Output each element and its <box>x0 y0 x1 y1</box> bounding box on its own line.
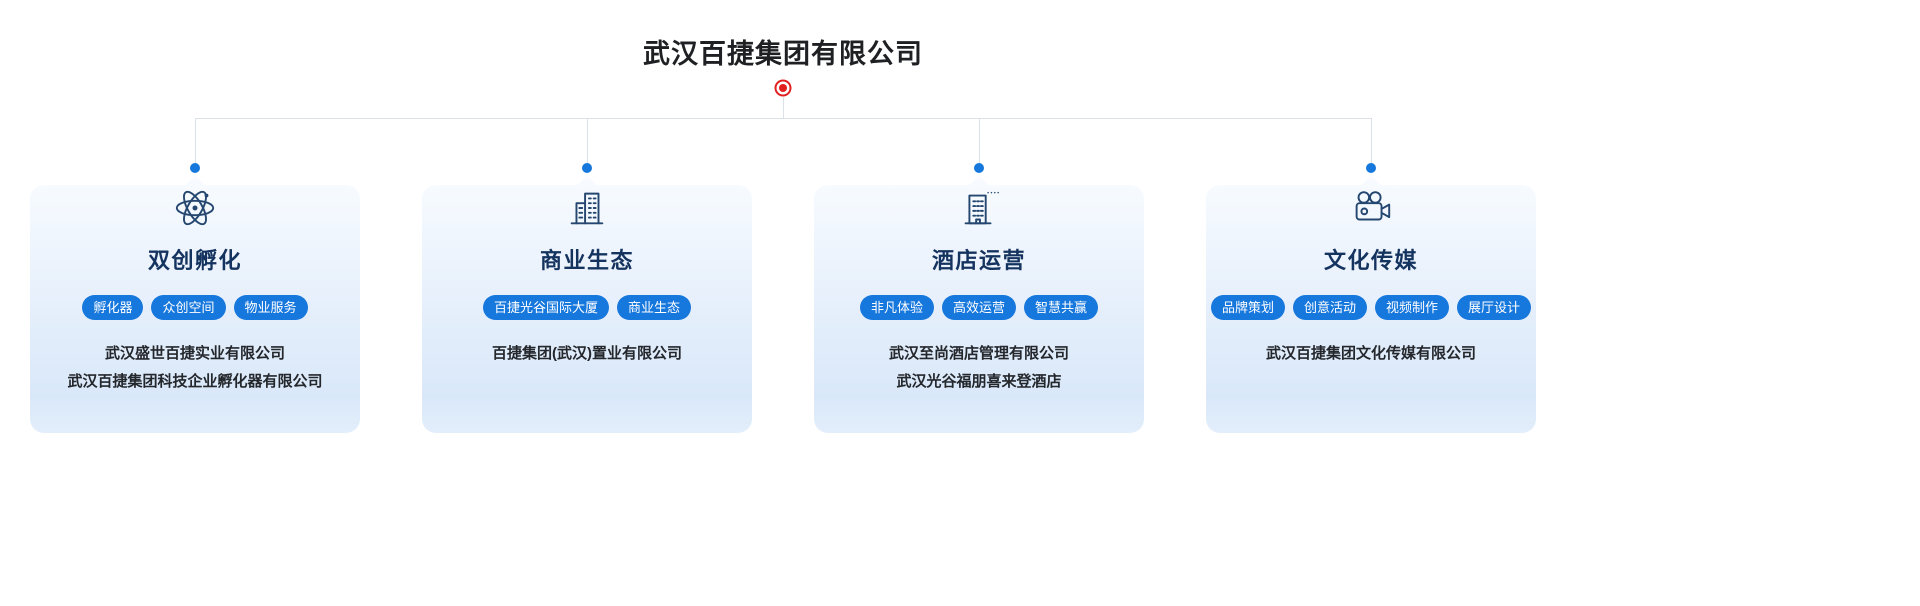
root-node <box>779 84 787 92</box>
video-camera-icon <box>1348 185 1394 231</box>
connector-drop-line <box>195 118 196 164</box>
company-name: 百捷集团(武汉)置业有限公司 <box>492 345 682 362</box>
branch-incubation: 双创孵化 孵化器 众创空间 物业服务 武汉盛世百捷实业有限公司 武汉百捷集团科技… <box>30 118 360 433</box>
card-row: 双创孵化 孵化器 众创空间 物业服务 武汉盛世百捷实业有限公司 武汉百捷集团科技… <box>30 118 1536 433</box>
tag-row: 孵化器 众创空间 物业服务 <box>30 295 360 320</box>
org-chart: 武汉百捷集团有限公司 双创孵化 孵化器 <box>30 0 1536 606</box>
card-incubation: 双创孵化 孵化器 众创空间 物业服务 武汉盛世百捷实业有限公司 武汉百捷集团科技… <box>30 185 360 433</box>
card-title: 文化传媒 <box>1323 248 1418 273</box>
branch-dot <box>974 163 984 173</box>
branch-media: 文化传媒 品牌策划 创意活动 视频制作 展厅设计 武汉百捷集团文化传媒有限公司 <box>1206 118 1536 433</box>
tag: 非凡体验 <box>859 295 934 320</box>
page-title: 武汉百捷集团有限公司 <box>643 39 923 69</box>
card-hotel: 酒店运营 非凡体验 高效运营 智慧共赢 武汉至尚酒店管理有限公司 武汉光谷福朋喜… <box>814 185 1144 433</box>
card-title: 酒店运营 <box>931 248 1026 273</box>
company-name: 武汉百捷集团文化传媒有限公司 <box>1265 345 1476 362</box>
tag: 商业生态 <box>617 295 692 320</box>
company-name: 武汉至尚酒店管理有限公司 <box>888 345 1069 362</box>
tag-row: 非凡体验 高效运营 智慧共赢 <box>814 295 1144 320</box>
tag: 创意活动 <box>1292 295 1367 320</box>
company-name: 武汉百捷集团科技企业孵化器有限公司 <box>67 373 323 390</box>
tag: 展厅设计 <box>1457 295 1532 320</box>
connector-drop-line <box>979 118 980 164</box>
company-name: 武汉光谷福朋喜来登酒店 <box>896 373 1062 390</box>
tag: 视频制作 <box>1375 295 1450 320</box>
tag: 孵化器 <box>82 295 144 320</box>
card-title: 商业生态 <box>539 248 634 273</box>
connector-horizontal-line <box>195 118 1371 119</box>
company-list: 百捷集团(武汉)置业有限公司 <box>422 340 752 368</box>
card-media: 文化传媒 品牌策划 创意活动 视频制作 展厅设计 武汉百捷集团文化传媒有限公司 <box>1206 185 1536 433</box>
branch-dot <box>582 163 592 173</box>
tag: 高效运营 <box>941 295 1016 320</box>
connector-drop-line <box>1371 118 1372 164</box>
branch-dot <box>190 163 200 173</box>
tag: 智慧共赢 <box>1024 295 1099 320</box>
tag: 物业服务 <box>233 295 308 320</box>
company-name: 武汉盛世百捷实业有限公司 <box>104 345 285 362</box>
tag: 品牌策划 <box>1210 295 1285 320</box>
card-business: 商业生态 百捷光谷国际大厦 商业生态 百捷集团(武汉)置业有限公司 <box>422 185 752 433</box>
connector-drop-line <box>587 118 588 164</box>
tag-row: 品牌策划 创意活动 视频制作 展厅设计 <box>1206 295 1536 320</box>
buildings-icon <box>564 185 610 231</box>
connector-root-stem <box>783 97 784 118</box>
atom-icon <box>172 185 218 231</box>
branch-hotel: 酒店运营 非凡体验 高效运营 智慧共赢 武汉至尚酒店管理有限公司 武汉光谷福朋喜… <box>814 118 1144 433</box>
tag: 众创空间 <box>151 295 226 320</box>
company-list: 武汉盛世百捷实业有限公司 武汉百捷集团科技企业孵化器有限公司 <box>30 340 360 396</box>
company-list: 武汉百捷集团文化传媒有限公司 <box>1206 340 1536 368</box>
card-title: 双创孵化 <box>147 248 242 273</box>
hotel-building-icon <box>956 185 1002 231</box>
tag: 百捷光谷国际大厦 <box>482 295 609 320</box>
branch-business: 商业生态 百捷光谷国际大厦 商业生态 百捷集团(武汉)置业有限公司 <box>422 118 752 433</box>
branch-dot <box>1366 163 1376 173</box>
company-list: 武汉至尚酒店管理有限公司 武汉光谷福朋喜来登酒店 <box>814 340 1144 396</box>
tag-row: 百捷光谷国际大厦 商业生态 <box>422 295 752 320</box>
